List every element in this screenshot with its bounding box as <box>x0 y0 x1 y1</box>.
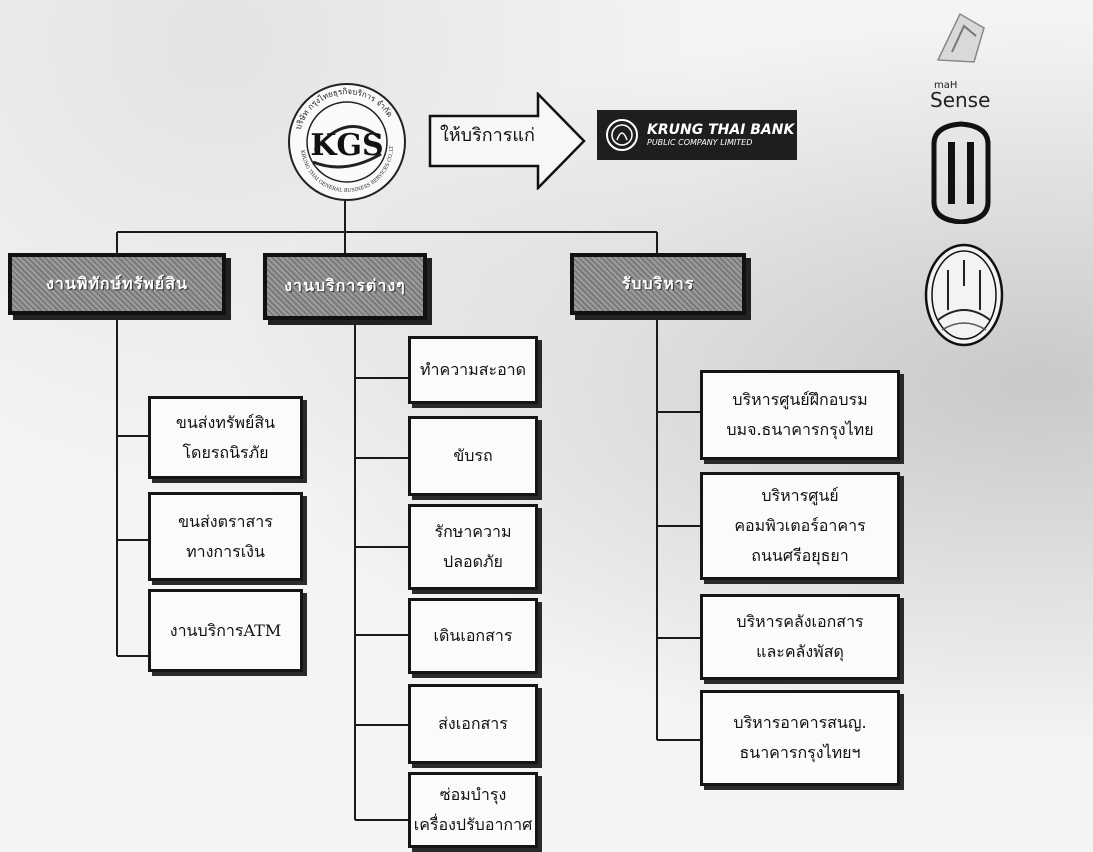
bank-logo: KRUNG THAI BANK PUBLIC COMPANY LIMITED <box>597 110 797 160</box>
item-atm-service: งานบริการATM <box>148 589 303 672</box>
item-ac-maintenance: ซ่อมบำรุง เครื่องปรับอากาศ <box>408 772 538 848</box>
side-emblem-logo <box>936 12 985 63</box>
royal-seal-logo <box>924 243 1004 347</box>
brand-line-2: Sense <box>930 88 991 112</box>
company-seal-logo: KGS บริษัท กรุงไทยธุรกิจบริการ จำกัด KRU… <box>285 80 406 201</box>
division-header-management: รับบริหาร <box>570 253 746 315</box>
ornament-logo <box>931 121 991 224</box>
item-document-runner: เดินเอกสาร <box>408 598 538 674</box>
item-computer-center: บริหารศูนย์ คอมพิวเตอร์อาคาร ถนนศรีอยุธย… <box>700 472 900 580</box>
item-valuables-transport: ขนส่งทรัพย์สิน โดยรถนิรภัย <box>148 396 303 479</box>
service-arrow <box>428 92 586 190</box>
bank-name: KRUNG THAI BANK <box>647 122 795 138</box>
brand-line-1: maH <box>934 80 958 91</box>
item-warehouse: บริหารคลังเอกสาร และคลังพัสดุ <box>700 594 900 680</box>
item-cleaning: ทำความสะอาด <box>408 336 538 404</box>
bank-subtitle: PUBLIC COMPANY LIMITED <box>647 138 753 147</box>
item-financial-instruments-transport: ขนส่งตราสาร ทางการเงิน <box>148 492 303 581</box>
item-training-center: บริหารศูนย์ฝึกอบรม บมจ.ธนาคารกรุงไทย <box>700 370 900 460</box>
division-header-services: งานบริการต่างๆ <box>263 253 427 320</box>
svg-text:KGS: KGS <box>310 128 383 163</box>
item-security: รักษาความ ปลอดภัย <box>408 504 538 590</box>
arrow-label: ให้บริการแก่ <box>440 125 535 146</box>
item-driving: ขับรถ <box>408 416 538 496</box>
item-head-office-building: บริหารอาคารสนญ. ธนาคารกรุงไทยฯ <box>700 690 900 786</box>
division-header-asset-protection: งานพิทักษ์ทรัพย์สิน <box>8 253 226 315</box>
item-document-delivery: ส่งเอกสาร <box>408 684 538 764</box>
bank-emblem-icon <box>606 119 638 151</box>
